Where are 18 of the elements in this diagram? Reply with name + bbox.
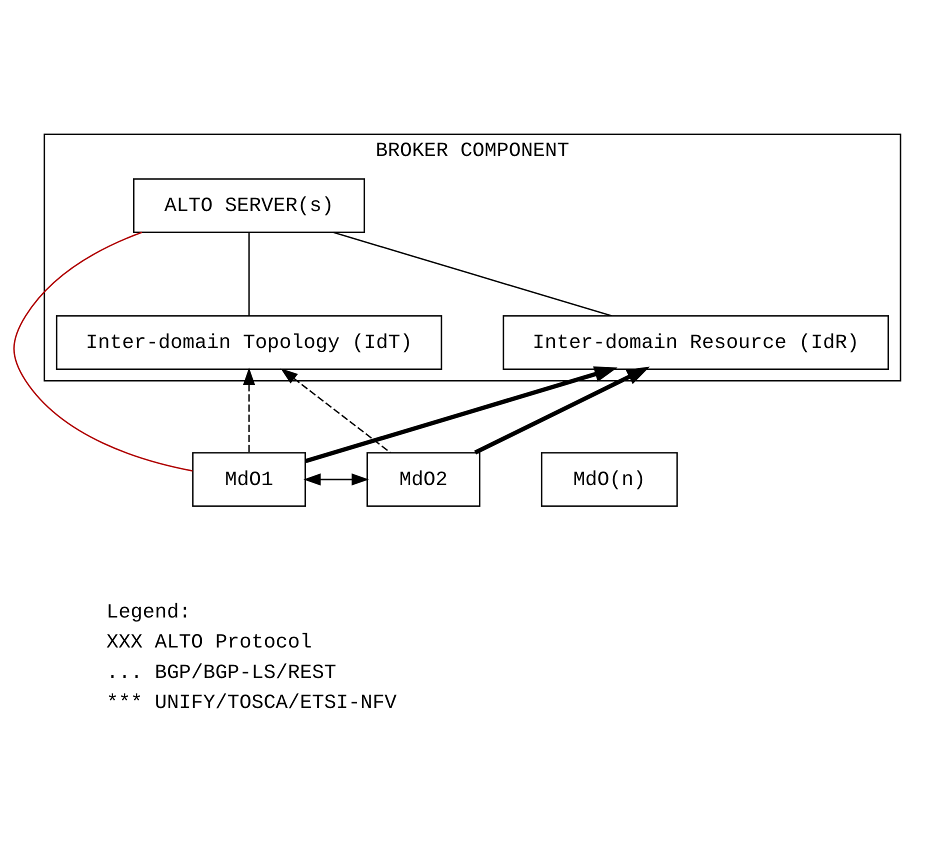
- arrow: [474, 366, 650, 455]
- connector: [248, 232, 250, 316]
- arrow: [305, 366, 618, 464]
- node-box: MdO1: [192, 452, 306, 507]
- node-box: ALTO SERVER(s): [133, 178, 366, 234]
- arrow: [303, 473, 369, 486]
- legend-label: *** UNIFY/TOSCA/ETSI-NFV: [106, 692, 397, 716]
- node-box: Inter-domain Resource (IdR): [502, 315, 889, 370]
- connector: [333, 232, 612, 317]
- node-box: Inter-domain Topology (IdT): [56, 315, 442, 370]
- arrow: [280, 368, 391, 454]
- arrow: [242, 368, 256, 453]
- legend-label: ... BGP/BGP-LS/REST: [106, 662, 336, 685]
- legend-label: XXX ALTO Protocol: [106, 632, 312, 655]
- node-box: MdO(n): [540, 452, 678, 507]
- node-box: MdO2: [366, 452, 480, 507]
- label: Legend:: [106, 601, 192, 624]
- connector: [13, 232, 193, 472]
